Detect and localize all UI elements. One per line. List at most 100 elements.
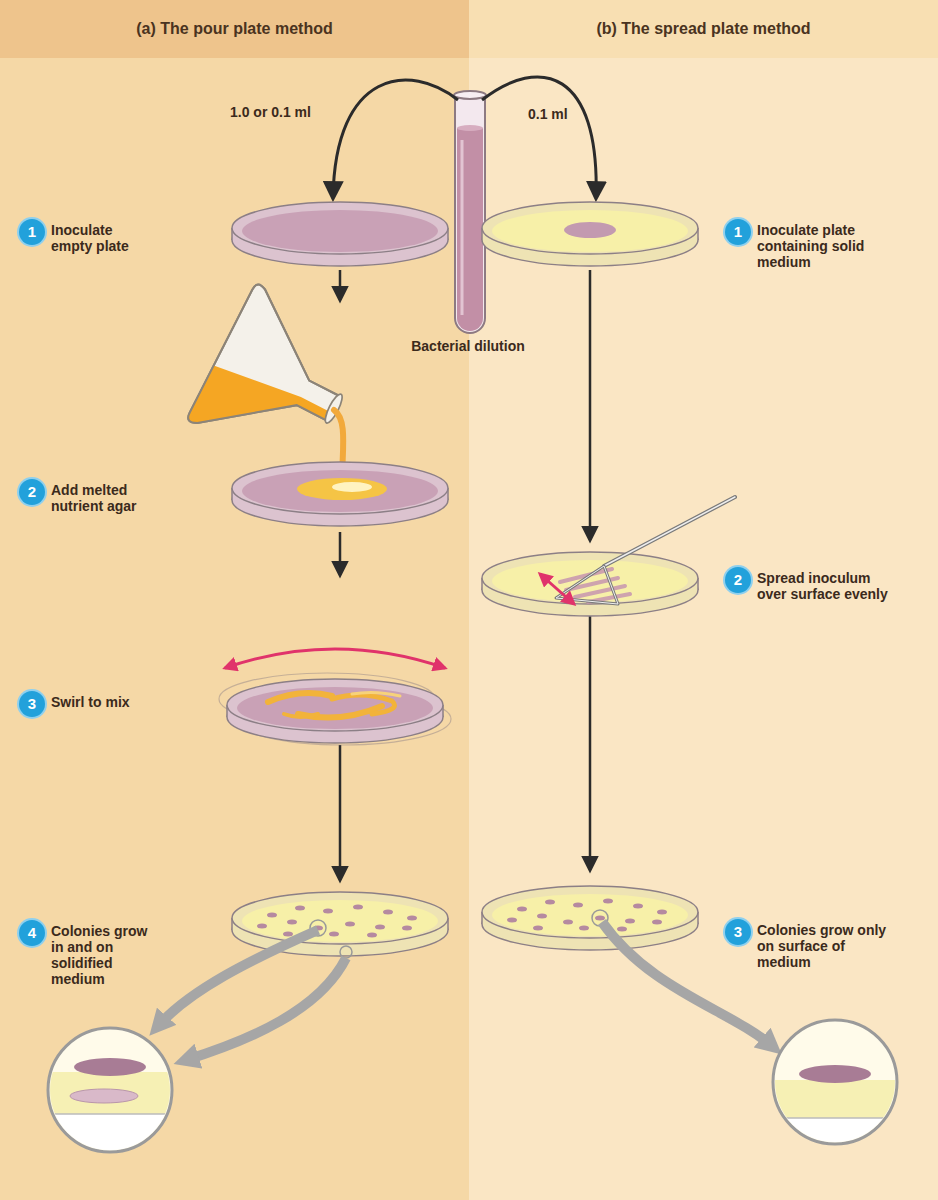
step-number: 1: [725, 219, 751, 245]
transfer-arrow: [482, 77, 596, 198]
colony-cross-section: [74, 1058, 146, 1076]
petri-dish: [332, 695, 395, 714]
magnify-arrow: [186, 958, 346, 1060]
cell-spreader: [556, 497, 735, 604]
petri-dish: [284, 714, 318, 717]
petri-dish: [517, 907, 527, 912]
step-arrow: [339, 270, 342, 300]
header-band: (b) The spread plate method: [469, 0, 938, 58]
petri-dish: [657, 910, 667, 915]
petri-dish: [383, 910, 393, 915]
petri-dish: [267, 913, 277, 918]
petri-dish: [232, 892, 448, 958]
petri-dish: [603, 899, 613, 904]
petri-dish: [232, 202, 448, 266]
petri-dish: [353, 905, 363, 910]
test-tube: [455, 95, 485, 333]
transfer-arrow: [333, 80, 458, 198]
petri-dish: [257, 924, 267, 929]
step-badge: 3Colonies grow only on surface of medium: [725, 919, 751, 945]
petri-dish: [242, 900, 438, 942]
petri-dish: [573, 903, 583, 908]
petri-dish: [537, 914, 547, 919]
petri-dish: [375, 925, 385, 930]
petri-dish: [533, 926, 543, 931]
petri-dish: [297, 478, 387, 500]
petri-dish: [219, 673, 451, 745]
colony-cross-section: [773, 1065, 897, 1148]
petri-dish: [345, 922, 355, 927]
petri-dish: [352, 692, 400, 696]
petri-dish: [402, 926, 412, 931]
header-band: (a) The pour plate method: [0, 0, 469, 58]
step-badge: 4Colonies grow in and on solidified medi…: [19, 920, 45, 946]
petri-dish: [492, 560, 688, 602]
petri-dish: [482, 552, 698, 616]
right-panel: [469, 0, 938, 1200]
petri-dish: [482, 552, 698, 604]
petri-dish: [625, 919, 635, 924]
petri-dish: [237, 687, 433, 729]
petri-dish: [232, 462, 448, 526]
petri-dish: [227, 679, 443, 731]
petri-dish: [242, 210, 438, 252]
cell-spreader: [604, 497, 735, 566]
colony-cross-section: [799, 1065, 871, 1083]
header-text: (b) The spread plate method: [596, 20, 810, 38]
step-caption: Swirl to mix: [51, 694, 171, 710]
petri-dish: [507, 918, 517, 923]
petri-dish: [232, 892, 448, 944]
step-caption: Inoculate plate containing solid medium: [757, 222, 881, 270]
petri-dish: [482, 886, 698, 938]
step-badge: 2Add melted nutrient agar: [19, 479, 45, 505]
petri-dish: [329, 932, 339, 937]
petri-dish: [492, 894, 688, 936]
annotation-label: 1.0 or 0.1 ml: [230, 104, 340, 120]
petri-dish: [482, 202, 698, 254]
swirl-arrow: [225, 649, 445, 668]
colony-cross-section: [48, 1028, 172, 1154]
test-tube: [461, 140, 464, 315]
colony-cross-section: [773, 1117, 897, 1119]
colony-cross-section: [70, 1089, 138, 1103]
step-number: 2: [19, 479, 45, 505]
petri-dish: [507, 899, 667, 932]
petri-dish: [652, 920, 662, 925]
step-caption: Add melted nutrient agar: [51, 482, 151, 514]
step-arrow: [589, 616, 592, 870]
colony-cross-section: [48, 1072, 172, 1114]
cell-spreader: [604, 497, 735, 566]
step-caption: Colonies grow only on surface of medium: [757, 922, 889, 970]
petri-dish: [232, 202, 448, 254]
petri-dish: [232, 462, 448, 514]
step-arrow: [339, 532, 342, 575]
petri-dish: [564, 222, 616, 238]
petri-dish: [323, 909, 333, 914]
test-tube: [454, 91, 486, 99]
step-badge: 2Spread inoculum over surface evenly: [725, 567, 751, 593]
colony-cross-section: [48, 1058, 172, 1154]
colony-cross-section: [773, 1020, 897, 1148]
colony-cross-section: [48, 1113, 172, 1115]
petri-dish: [617, 927, 627, 932]
test-tube: [454, 91, 486, 333]
step-arrow: [339, 745, 342, 880]
petri-dish: [287, 920, 297, 925]
step-caption: Inoculate empty plate: [51, 222, 151, 254]
petri-dish: [482, 886, 698, 950]
left-panel: [0, 0, 469, 1200]
colony-cross-section: [48, 1114, 172, 1154]
petri-dish: [579, 926, 589, 931]
petri-dish: [545, 900, 555, 905]
step-number: 4: [19, 920, 45, 946]
step-badge: 1Inoculate empty plate: [19, 219, 45, 245]
annotation-label: Bacterial dilution: [378, 338, 558, 354]
petri-dish: [257, 905, 417, 938]
spread-arrow: [540, 574, 574, 604]
petri-dish: [595, 916, 605, 921]
step-number: 1: [19, 219, 45, 245]
